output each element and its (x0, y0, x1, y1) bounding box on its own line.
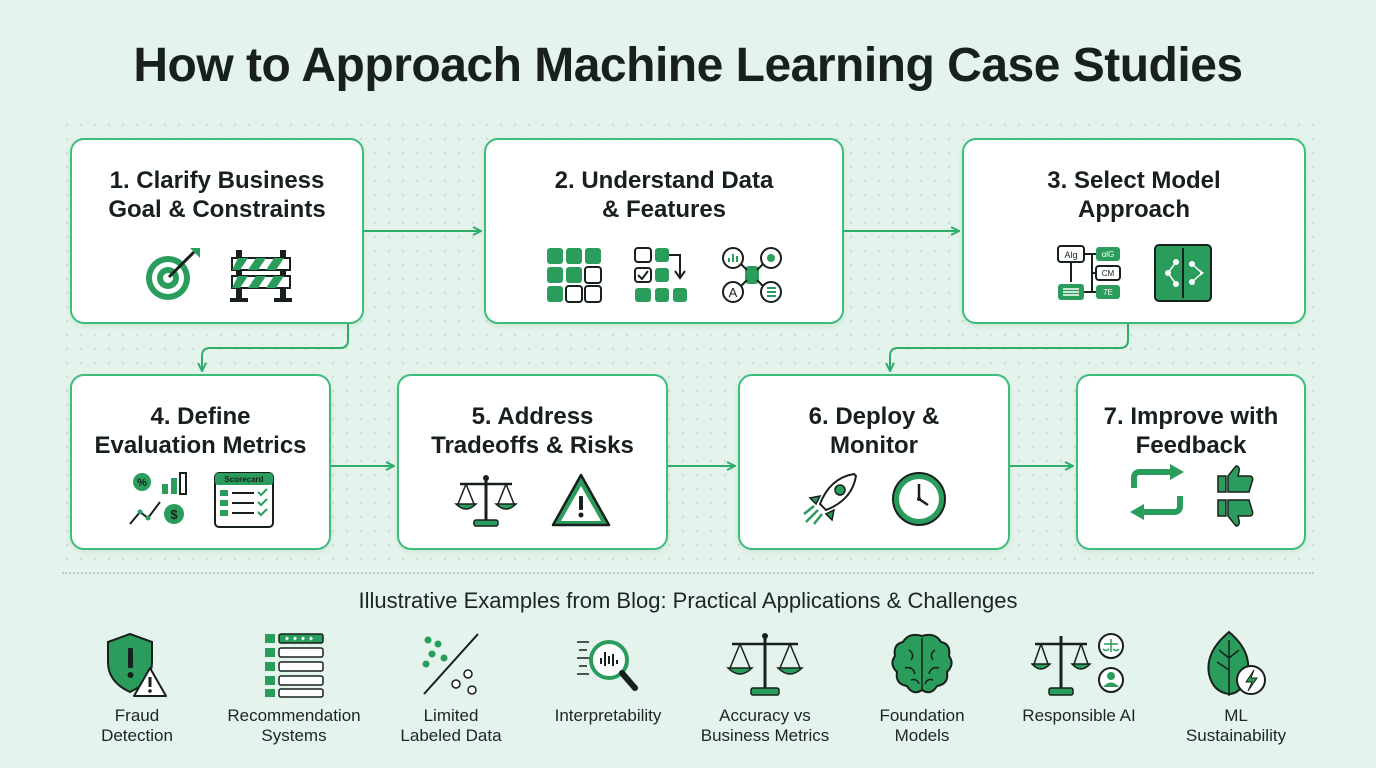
svg-text:%: % (137, 477, 147, 489)
step-title: 4. Define Evaluation Metrics (94, 403, 307, 459)
step-card-2: 2. Understand Data & Features (484, 138, 844, 324)
decision-tree-board-icon (1154, 244, 1212, 302)
step-title: 6. Deploy & Monitor (808, 403, 940, 459)
step-card-5: 5. Address Tradeoffs & Risks (397, 374, 668, 550)
refresh-cycle-icon (1130, 464, 1184, 520)
arrow-1-4 (202, 324, 349, 370)
example-label: Accuracy vs Business Metrics (700, 706, 830, 745)
step-card-7: 7. Improve with Feedback (1076, 374, 1306, 550)
example-label: Responsible AI (1022, 706, 1136, 725)
scorecard-icon: Scorecard (213, 472, 274, 528)
feature-selection-icon (634, 247, 687, 302)
page-title: How to Approach Machine Learning Case St… (133, 39, 1243, 92)
svg-text:$: $ (170, 507, 178, 522)
example-item: Accuracy vs Business Metrics (680, 630, 850, 746)
brain-icon (891, 633, 953, 694)
flow-connectors (0, 0, 1129, 570)
ranked-list-icon (265, 633, 324, 698)
step-title: 3. Select Model Approach (1047, 167, 1221, 223)
barrier-icon (230, 250, 292, 302)
step-title: 2. Understand Data & Features (554, 167, 774, 223)
example-label: Limited Labeled Data (400, 706, 502, 745)
warning-icon (551, 473, 610, 527)
thumbs-up-down-icon (1217, 465, 1254, 527)
step-title: 5. Address Tradeoffs & Risks (431, 403, 634, 459)
feature-network-icon: A (722, 247, 782, 303)
examples-heading: Illustrative Examples from Blog: Practic… (358, 588, 1018, 613)
shield-alert-icon (107, 632, 167, 697)
metrics-chart-icon: % $ (128, 472, 187, 525)
scorecard-text: Scorecard (224, 475, 263, 484)
example-item: ML Sustainability (1151, 630, 1321, 746)
scale-icon (726, 633, 804, 696)
example-item: Fraud Detection (52, 630, 222, 746)
step-card-3: 3. Select Model Approach Alg ɑlG CM 7E (962, 138, 1306, 324)
step-card-1: 1. Clarify Business Goal & Constraints (70, 138, 364, 324)
leaf-energy-icon (1207, 630, 1266, 696)
example-label: Fraud Detection (101, 706, 173, 745)
example-label: Recommendation Systems (227, 706, 361, 745)
example-item: Responsible AI (994, 630, 1164, 726)
rocket-icon (803, 472, 858, 525)
clock-icon (892, 472, 946, 526)
ethics-scale-icon (1031, 633, 1124, 696)
model-flow-icon: Alg ɑlG CM 7E (1057, 245, 1121, 300)
step-card-6: 6. Deploy & Monitor (738, 374, 1010, 550)
example-item: Limited Labeled Data (366, 630, 536, 746)
mini-text-cm: CM (1102, 269, 1115, 278)
step-card-4: 4. Define Evaluation Metrics % $ Scoreca… (70, 374, 331, 550)
example-label: Interpretability (554, 706, 662, 725)
mini-text-alg: Alg (1064, 250, 1077, 260)
examples-row: Fraud Detection Recommendation Systems (60, 630, 1340, 750)
data-grid-icon (547, 248, 602, 303)
balance-scale-icon (453, 475, 518, 527)
mini-text-7e: 7E (1103, 288, 1113, 297)
arrow-3-6 (890, 324, 1129, 370)
example-item: Recommendation Systems (209, 630, 379, 746)
target-icon (146, 248, 200, 300)
magnifier-icon (577, 640, 638, 691)
example-item: Interpretability (523, 630, 693, 726)
step-title: 1. Clarify Business Goal & Constraints (108, 167, 326, 223)
example-label: Foundation Models (879, 706, 965, 745)
mini-text-alg2: ɑlG (1102, 250, 1114, 259)
step-title: 7. Improve with Feedback (1103, 403, 1279, 459)
scatter-split-icon (422, 633, 479, 695)
section-divider (62, 572, 1314, 574)
example-label: ML Sustainability (1185, 706, 1287, 745)
svg-text:A: A (729, 285, 738, 300)
example-item: Foundation Models (837, 630, 1007, 746)
